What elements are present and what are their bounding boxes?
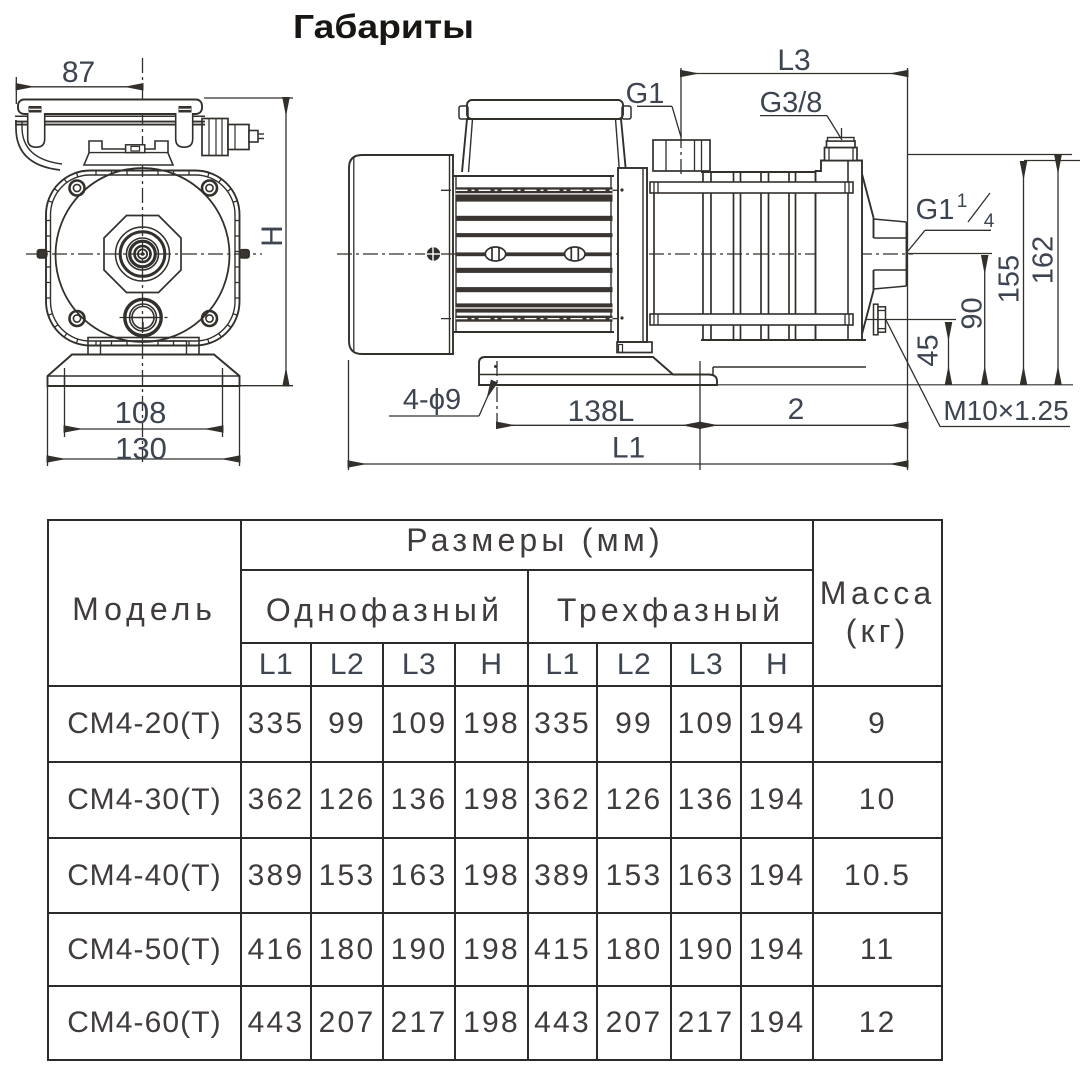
svg-text:155: 155 xyxy=(994,255,1026,303)
svg-text:L3: L3 xyxy=(777,44,810,77)
svg-text:138L: 138L xyxy=(568,395,635,428)
svg-text:45: 45 xyxy=(913,334,945,366)
svg-text:H: H xyxy=(256,225,289,247)
svg-text:162: 162 xyxy=(1028,236,1060,284)
svg-text:1: 1 xyxy=(957,191,968,212)
svg-text:M10×1.25: M10×1.25 xyxy=(943,395,1068,426)
svg-text:87: 87 xyxy=(62,56,95,89)
svg-text:4-ϕ9: 4-ϕ9 xyxy=(403,384,461,416)
svg-text:L1: L1 xyxy=(612,432,645,465)
svg-text:2: 2 xyxy=(788,393,805,426)
svg-text:G3/8: G3/8 xyxy=(760,87,823,119)
svg-text:4: 4 xyxy=(984,211,995,232)
svg-text:G1: G1 xyxy=(916,194,955,226)
svg-text:90: 90 xyxy=(957,297,989,329)
svg-text:108: 108 xyxy=(115,395,167,430)
svg-text:130: 130 xyxy=(115,431,167,466)
svg-text:G1: G1 xyxy=(626,78,665,110)
